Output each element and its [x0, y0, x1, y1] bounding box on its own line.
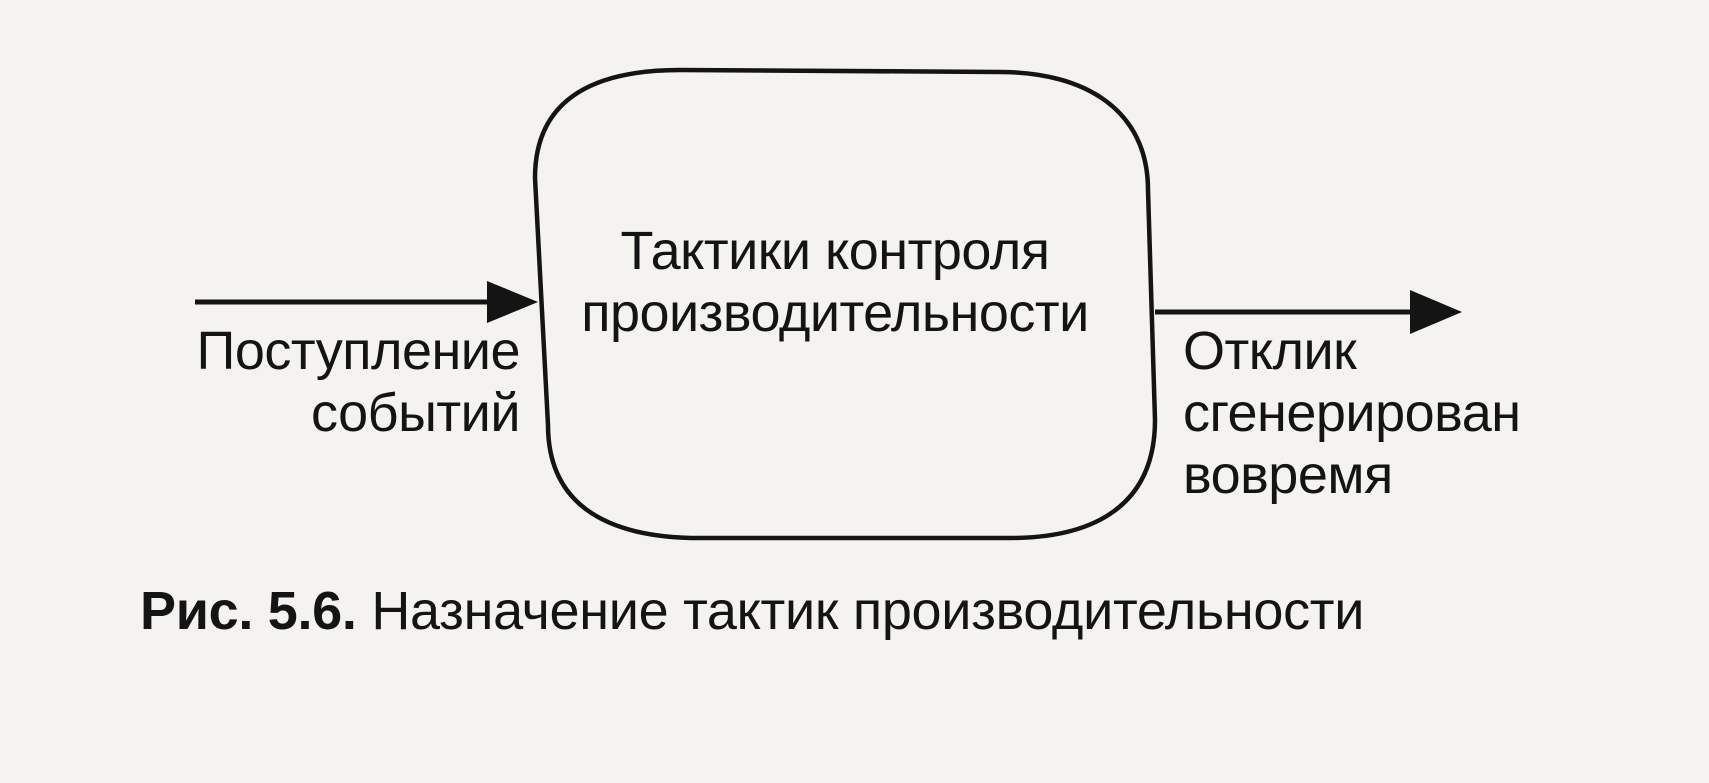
process-label-line-2: производительности: [581, 283, 1089, 343]
output-label-line-2: сгенерирован: [1183, 383, 1521, 443]
figure-number: Рис. 5.6.: [140, 581, 357, 641]
output-arrow-head: [1410, 290, 1462, 334]
input-label: Поступление событий: [100, 320, 521, 444]
input-arrow-head: [487, 281, 538, 323]
output-label-line-3: вовремя: [1183, 445, 1393, 505]
input-label-line-2: событий: [311, 383, 520, 443]
process-box: [532, 67, 1158, 541]
process-label: Тактики контроля производительности: [540, 220, 1130, 344]
figure-caption-text: Назначение тактик производительности: [371, 581, 1365, 641]
process-label-line-1: Тактики контроля: [620, 221, 1050, 281]
input-label-line-1: Поступление: [196, 321, 521, 381]
output-label: Отклик сгенерирован вовремя: [1183, 320, 1521, 506]
figure-caption: Рис. 5.6. Назначение тактик производител…: [140, 580, 1364, 642]
output-label-line-1: Отклик: [1183, 321, 1357, 381]
